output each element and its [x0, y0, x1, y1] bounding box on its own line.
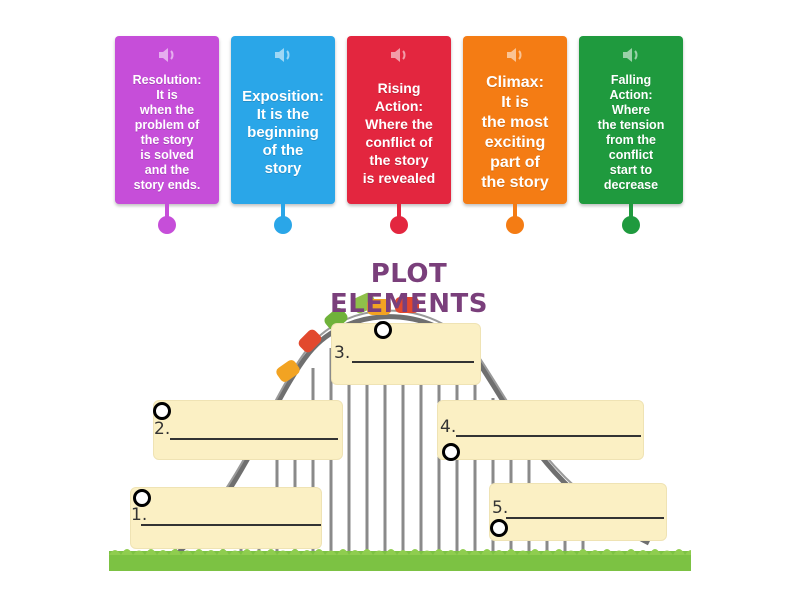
card-pin-stem	[397, 204, 401, 218]
slot-number: 1.	[131, 505, 148, 525]
card-climax[interactable]: Climax: It is the most exciting part of …	[463, 36, 567, 204]
card-pin-stem	[513, 204, 517, 218]
speaker-icon[interactable]	[579, 44, 683, 66]
card-rising-action[interactable]: Rising Action: Where the conflict of the…	[347, 36, 451, 204]
drop-target-icon[interactable]	[490, 519, 508, 537]
slot-number: 3.	[334, 343, 351, 363]
drop-target-icon[interactable]	[442, 443, 460, 461]
card-text: Falling Action: Where the tension from t…	[597, 73, 665, 192]
answer-slot-2[interactable]: 2.	[153, 400, 343, 460]
slot-number: 4.	[440, 417, 457, 437]
slot-underline	[456, 435, 641, 437]
slot-underline	[170, 438, 338, 440]
card-pin-stem	[281, 204, 285, 218]
slot-number: 5.	[492, 498, 509, 518]
slot-underline	[141, 524, 321, 526]
card-pin-handle[interactable]	[274, 216, 292, 234]
card-pin-stem	[629, 204, 633, 218]
card-exposition[interactable]: Exposition: It is the beginning of the s…	[231, 36, 335, 204]
answer-slot-1[interactable]: 1.	[130, 487, 322, 549]
card-pin-handle[interactable]	[506, 216, 524, 234]
card-resolution[interactable]: Resolution: It is when the problem of th…	[115, 36, 219, 204]
answer-slot-5[interactable]: 5.	[489, 483, 667, 541]
card-pin-handle[interactable]	[622, 216, 640, 234]
card-text: Climax: It is the most exciting part of …	[481, 74, 549, 191]
drop-target-icon[interactable]	[153, 402, 171, 420]
diagram-title: PLOT ELEMENTS	[330, 259, 488, 319]
card-pin-handle[interactable]	[390, 216, 408, 234]
slot-underline	[352, 361, 474, 363]
drop-target-icon[interactable]	[374, 321, 392, 339]
drop-target-icon[interactable]	[133, 489, 151, 507]
card-falling-action[interactable]: Falling Action: Where the tension from t…	[579, 36, 683, 204]
card-text: Rising Action: Where the conflict of the…	[362, 80, 436, 186]
card-pin-stem	[165, 204, 169, 218]
answer-slot-3[interactable]: 3.	[331, 323, 481, 385]
answer-slot-4[interactable]: 4.	[437, 400, 644, 460]
speaker-icon[interactable]	[347, 44, 451, 66]
speaker-icon[interactable]	[115, 44, 219, 66]
card-text: Resolution: It is when the problem of th…	[132, 73, 202, 192]
slot-underline	[506, 517, 664, 519]
plot-diagram: PLOT ELEMENTS 3. 2. 4. 1. 5.	[109, 243, 691, 571]
slot-number: 2.	[154, 419, 171, 439]
speaker-icon[interactable]	[231, 44, 335, 66]
speaker-icon[interactable]	[463, 44, 567, 66]
card-text: Exposition: It is the beginning of the s…	[242, 88, 324, 177]
card-pin-handle[interactable]	[158, 216, 176, 234]
